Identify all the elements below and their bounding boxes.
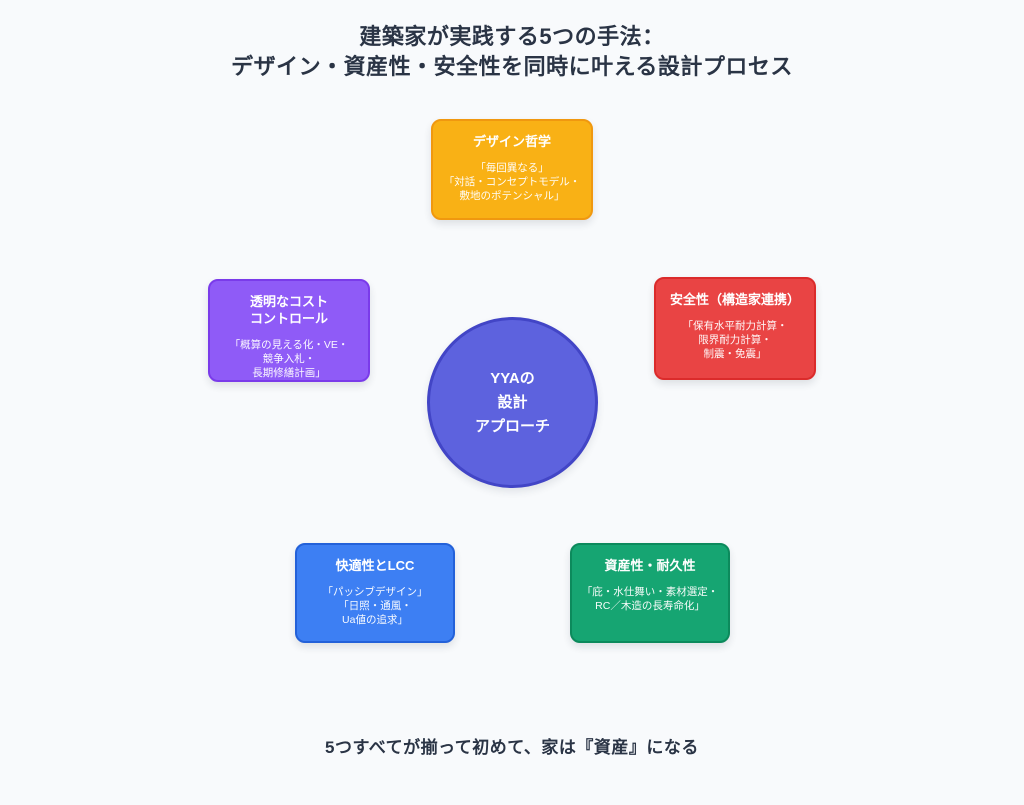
node-safety-body: 「保有水平耐力計算・ 限界耐力計算・ 制震・免震」 (682, 320, 788, 360)
page-title-line1: 建築家が実践する5つの手法： (359, 24, 665, 49)
node-design-philosophy-body: 「毎回異なる」 「対話・コンセプトモデル・ 敷地のポテンシャル」 (443, 162, 581, 202)
node-cost-control-title: 透明なコスト コントロール (249, 294, 328, 326)
center-node-yya-approach: YYAの 設計 アプローチ (427, 317, 598, 488)
node-design-philosophy-title: デザイン哲学 (472, 134, 551, 149)
node-asset-durability: 資産性・耐久性 「庇・水仕舞い・素材選定・ RC／木造の長寿命化」 (570, 543, 730, 643)
node-comfort-lcc-title: 快適性とLCC (335, 558, 415, 573)
page-title: 建築家が実践する5つの手法： デザイン・資産性・安全性を同時に叶える設計プロセス (0, 22, 1024, 82)
page-title-line2: デザイン・資産性・安全性を同時に叶える設計プロセス (231, 54, 793, 79)
node-comfort-lcc: 快適性とLCC 「パッシブデザイン」 「日照・通風・ Ua値の追求」 (295, 543, 455, 643)
node-cost-control-body: 「概算の見える化・VE・ 競争入札・ 長期修繕計画」 (229, 339, 349, 379)
node-safety-title: 安全性（構造家連携） (669, 292, 800, 307)
node-design-philosophy: デザイン哲学 「毎回異なる」 「対話・コンセプトモデル・ 敷地のポテンシャル」 (431, 119, 593, 220)
node-comfort-lcc-body: 「パッシブデザイン」 「日照・通風・ Ua値の追求」 (322, 586, 428, 626)
bottom-caption: 5つすべてが揃って初めて、家は『資産』になる (325, 738, 699, 757)
node-asset-durability-body: 「庇・水仕舞い・素材選定・ RC／木造の長寿命化」 (581, 586, 719, 612)
node-safety: 安全性（構造家連携） 「保有水平耐力計算・ 限界耐力計算・ 制震・免震」 (654, 277, 816, 380)
node-asset-durability-title: 資産性・耐久性 (604, 558, 696, 573)
node-cost-control: 透明なコスト コントロール 「概算の見える化・VE・ 競争入札・ 長期修繕計画」 (208, 279, 370, 382)
